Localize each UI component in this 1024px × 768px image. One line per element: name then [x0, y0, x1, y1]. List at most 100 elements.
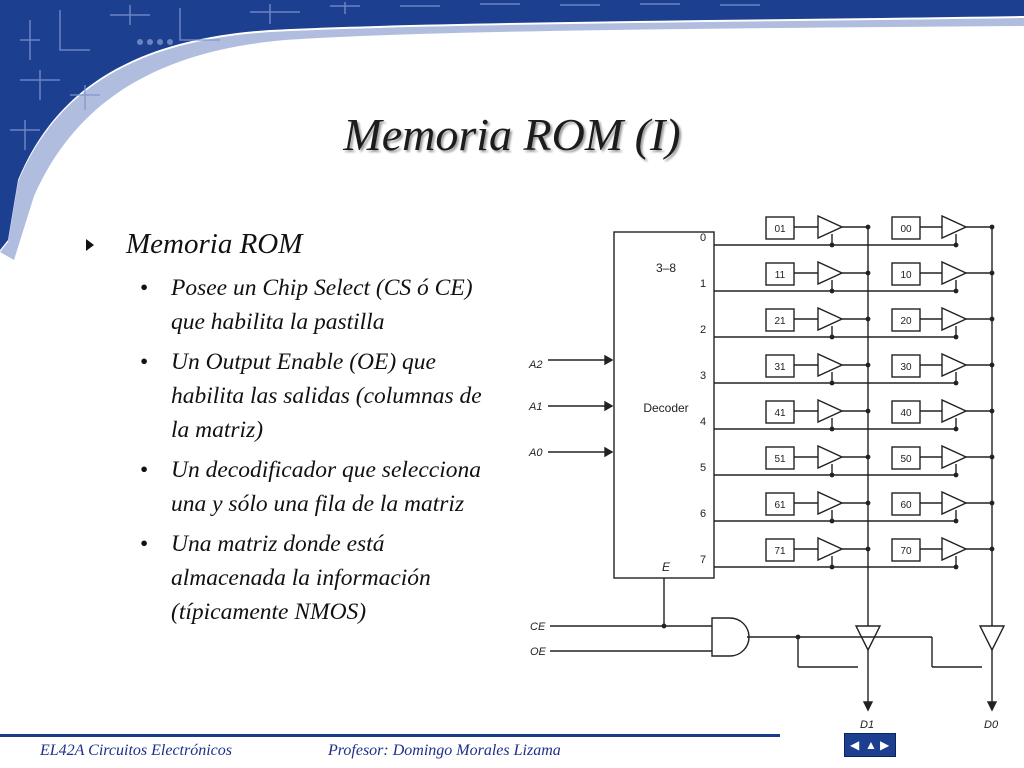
- tristate-buffer: [941, 444, 968, 470]
- address-inputs: A2 A1 A0: [528, 354, 614, 459]
- footer-divider: [0, 734, 780, 737]
- tristate-buffer: [941, 306, 968, 332]
- decoder-output-label: 4: [700, 416, 706, 428]
- bullet-text: Una matriz donde está almacenada la info…: [171, 531, 431, 625]
- bullet-heading: Memoria ROM: [86, 228, 506, 261]
- memory-cell: [765, 262, 795, 286]
- memory-cell: [891, 538, 921, 562]
- control-label: OE: [530, 646, 547, 658]
- tristate-buffer: [817, 444, 844, 470]
- control-logic: CE OE D1 D0: [530, 578, 1006, 731]
- junction-dot: [953, 334, 959, 340]
- memory-cell-label: 41: [774, 408, 786, 419]
- decoder-output-label: 2: [700, 324, 706, 336]
- decoder-output-label: 3: [700, 370, 706, 382]
- memory-cell-label: 61: [774, 500, 786, 511]
- memory-cell: [891, 308, 921, 332]
- bullet-dot: •: [140, 275, 149, 301]
- list-item: • Posee un Chip Select (CS ó CE) que habi…: [86, 271, 501, 339]
- memory-cell-label: 60: [900, 500, 912, 511]
- memory-cell: [765, 400, 795, 424]
- memory-cell: [765, 216, 795, 240]
- tristate-buffer: [817, 536, 844, 562]
- address-label: A1: [528, 401, 542, 413]
- arrow-bullet-icon: [86, 239, 94, 251]
- memory-cell: [765, 492, 795, 516]
- bullet-dot: •: [140, 457, 149, 483]
- junction-dot: [953, 564, 959, 570]
- footer-course: EL42A Circuitos Electrónicos: [40, 742, 232, 759]
- memory-cell-label: 50: [900, 454, 912, 465]
- junction-dot: [829, 288, 835, 294]
- data-output-label: D0: [984, 719, 999, 731]
- control-label: CE: [530, 621, 546, 633]
- decoder-output-label: 7: [700, 554, 706, 566]
- decoder-enable-label: E: [662, 560, 671, 574]
- junction-dot: [829, 242, 835, 248]
- junction-dot: [953, 242, 959, 248]
- bullet-text: Posee un Chip Select (CS ó CE) que habil…: [171, 275, 473, 335]
- decoder-type-label: 3–8: [656, 261, 676, 275]
- tristate-buffer: [817, 490, 844, 516]
- junction-dot: [953, 288, 959, 294]
- navigation-icon[interactable]: ◀▲▶: [844, 733, 896, 757]
- list-item: • Una matriz donde está almacenada la inf…: [86, 527, 501, 629]
- footer-professor: Profesor: Domingo Morales Lizama: [328, 742, 561, 759]
- memory-cell: [891, 446, 921, 470]
- memory-cell: [765, 308, 795, 332]
- tristate-buffer: [941, 352, 968, 378]
- output-buffer: [978, 625, 1006, 652]
- memory-cell-label: 51: [774, 454, 786, 465]
- memory-cell: [891, 354, 921, 378]
- memory-cell-label: 00: [900, 224, 912, 235]
- memory-cell: [765, 446, 795, 470]
- tristate-buffer: [941, 214, 968, 240]
- memory-cell: [891, 262, 921, 286]
- junction-dot: [829, 334, 835, 340]
- output-buffer: [854, 625, 882, 652]
- memory-cell: [765, 354, 795, 378]
- address-label: A0: [528, 447, 543, 459]
- bullet-dot: •: [140, 531, 149, 557]
- memory-cell-label: 30: [900, 362, 912, 373]
- tristate-buffer: [941, 398, 968, 424]
- sub-bullets: • Posee un Chip Select (CS ó CE) que habi…: [86, 271, 506, 629]
- memory-cell-label: 01: [774, 224, 786, 235]
- decoder-name-label: Decoder: [643, 401, 688, 415]
- address-label: A2: [528, 359, 542, 371]
- memory-cell: [765, 538, 795, 562]
- junction-dot: [829, 518, 835, 524]
- list-item: •Un decodificador que selecciona una y s…: [86, 453, 501, 521]
- junction-dot: [829, 380, 835, 386]
- memory-cell-label: 70: [900, 546, 912, 557]
- memory-cell-label: 11: [775, 270, 786, 281]
- memory-cell-label: 40: [900, 408, 912, 419]
- bullet-text: Un Output Enable (OE) que habilita las s…: [171, 349, 482, 443]
- tristate-buffer: [817, 260, 844, 286]
- tristate-buffer: [941, 490, 968, 516]
- memory-cell: [891, 400, 921, 424]
- data-output-label: D1: [860, 719, 874, 731]
- bullet-dot: •: [140, 349, 149, 375]
- heading-text: Memoria ROM: [126, 228, 303, 260]
- bullet-list: Memoria ROM • Posee un Chip Select (CS ó …: [86, 228, 506, 635]
- decoder-output-label: 6: [700, 508, 706, 520]
- tristate-buffer: [817, 398, 844, 424]
- tristate-buffer: [817, 352, 844, 378]
- decoder-output-label: 0: [700, 232, 706, 244]
- memory-cell-label: 31: [774, 362, 786, 373]
- decoder-output-label: 5: [700, 462, 706, 474]
- memory-cell: [891, 216, 921, 240]
- memory-cell: [891, 492, 921, 516]
- junction-dot: [953, 518, 959, 524]
- junction-dot: [953, 426, 959, 432]
- memory-cell-label: 10: [900, 270, 912, 281]
- and-gate: [711, 617, 750, 657]
- memory-cell-label: 21: [774, 316, 786, 327]
- decoder-output-label: 1: [700, 278, 706, 290]
- junction-dot: [953, 472, 959, 478]
- tristate-buffer: [941, 260, 968, 286]
